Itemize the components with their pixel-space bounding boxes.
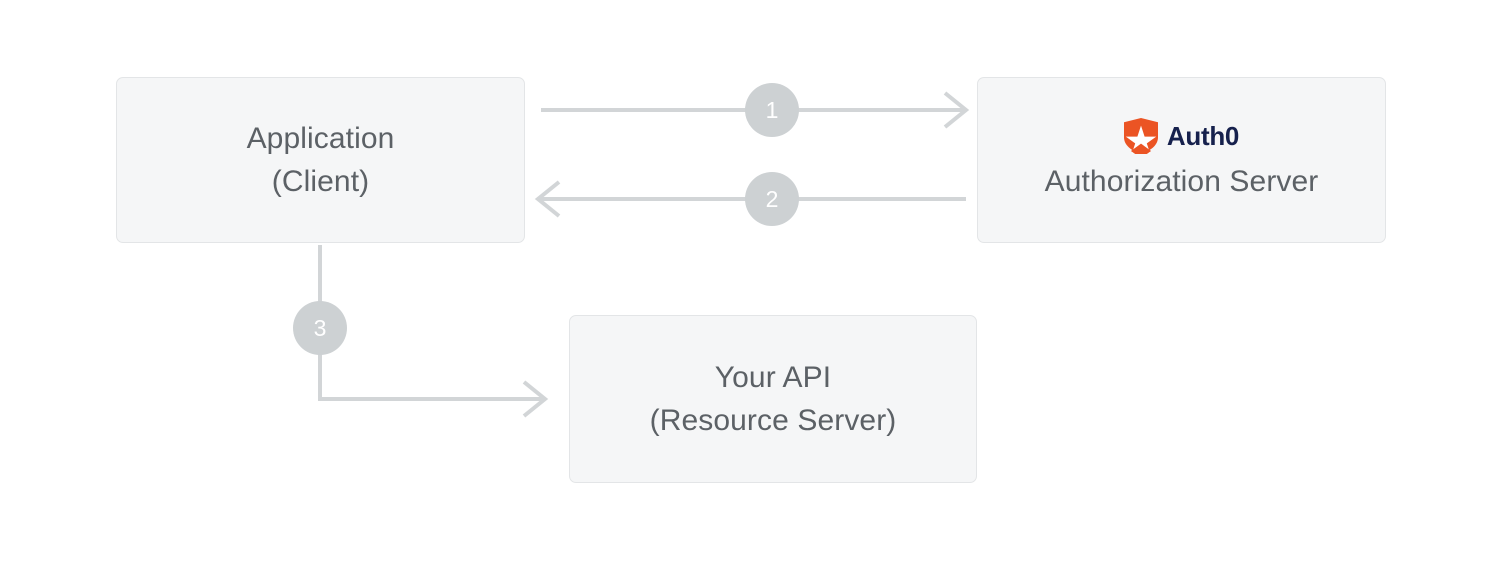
node-your-api[interactable]: Your API (Resource Server) <box>569 315 977 483</box>
step-badge-3[interactable]: 3 <box>293 301 347 355</box>
step-badge-2[interactable]: 2 <box>745 172 799 226</box>
node-application-subtitle: (Client) <box>271 165 370 198</box>
auth0-brand-lockup: Auth0 <box>1123 117 1240 154</box>
arrow-step-2-head <box>534 180 561 218</box>
arrow-step-1-head <box>943 91 970 129</box>
node-authorization-server[interactable]: Auth0 Authorization Server <box>977 77 1386 243</box>
step-badge-1[interactable]: 1 <box>745 83 799 137</box>
auth0-shield-icon <box>1123 117 1158 154</box>
node-authorization-server-label: Authorization Server <box>1044 164 1319 198</box>
arrow-step-3-shaft <box>318 245 542 401</box>
arrow-step-3 <box>318 245 549 418</box>
node-application-client[interactable]: Application (Client) <box>116 77 525 243</box>
node-application-title: Application <box>246 122 395 155</box>
node-your-api-subtitle: (Resource Server) <box>649 404 897 437</box>
arrow-step-3-head <box>522 380 549 418</box>
node-your-api-title: Your API <box>714 361 832 394</box>
auth0-brand-name: Auth0 <box>1166 120 1240 151</box>
